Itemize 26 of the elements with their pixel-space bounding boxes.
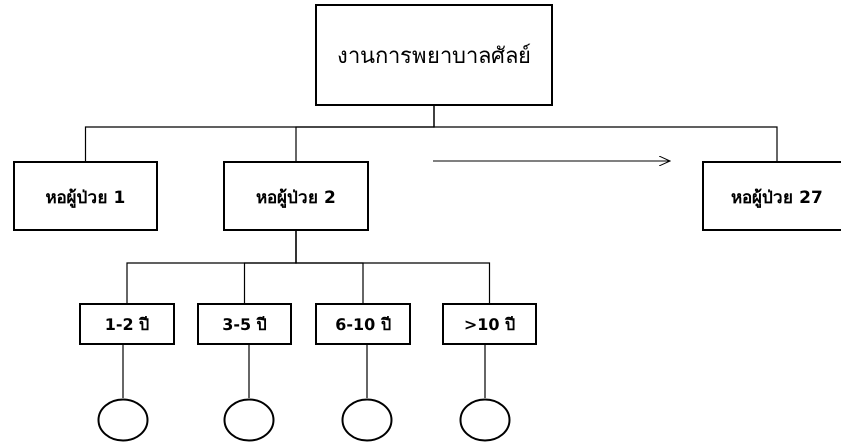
empty-circle [97, 398, 149, 442]
org-box [442, 303, 537, 345]
empty-circle [341, 398, 393, 442]
connector-line [433, 106, 778, 161]
box-label: 6-10 ปี [335, 314, 391, 336]
org-box [79, 303, 175, 345]
connector-line [122, 345, 124, 398]
box-label: >10 ปี [464, 314, 516, 336]
box-label: หอผู้ป่วย 1 [46, 186, 126, 210]
box-label: หอผู้ป่วย 2 [256, 186, 336, 210]
org-box [315, 303, 411, 345]
org-box [13, 161, 158, 231]
box-label: งานการพยาบาลศัลย์ [337, 42, 531, 70]
empty-circle [459, 398, 511, 442]
org-box [702, 161, 841, 231]
connector-line [484, 345, 486, 398]
empty-circle [223, 398, 275, 442]
box-label: 3-5 ปี [222, 314, 267, 336]
org-box [223, 161, 369, 231]
org-box [315, 4, 553, 106]
box-label: หอผู้ป่วย 27 [731, 186, 823, 210]
connector-line [248, 345, 250, 398]
box-label: 1-2 ปี [104, 314, 150, 336]
connector-line [295, 231, 490, 303]
connector-line [366, 345, 368, 398]
org-box [197, 303, 292, 345]
